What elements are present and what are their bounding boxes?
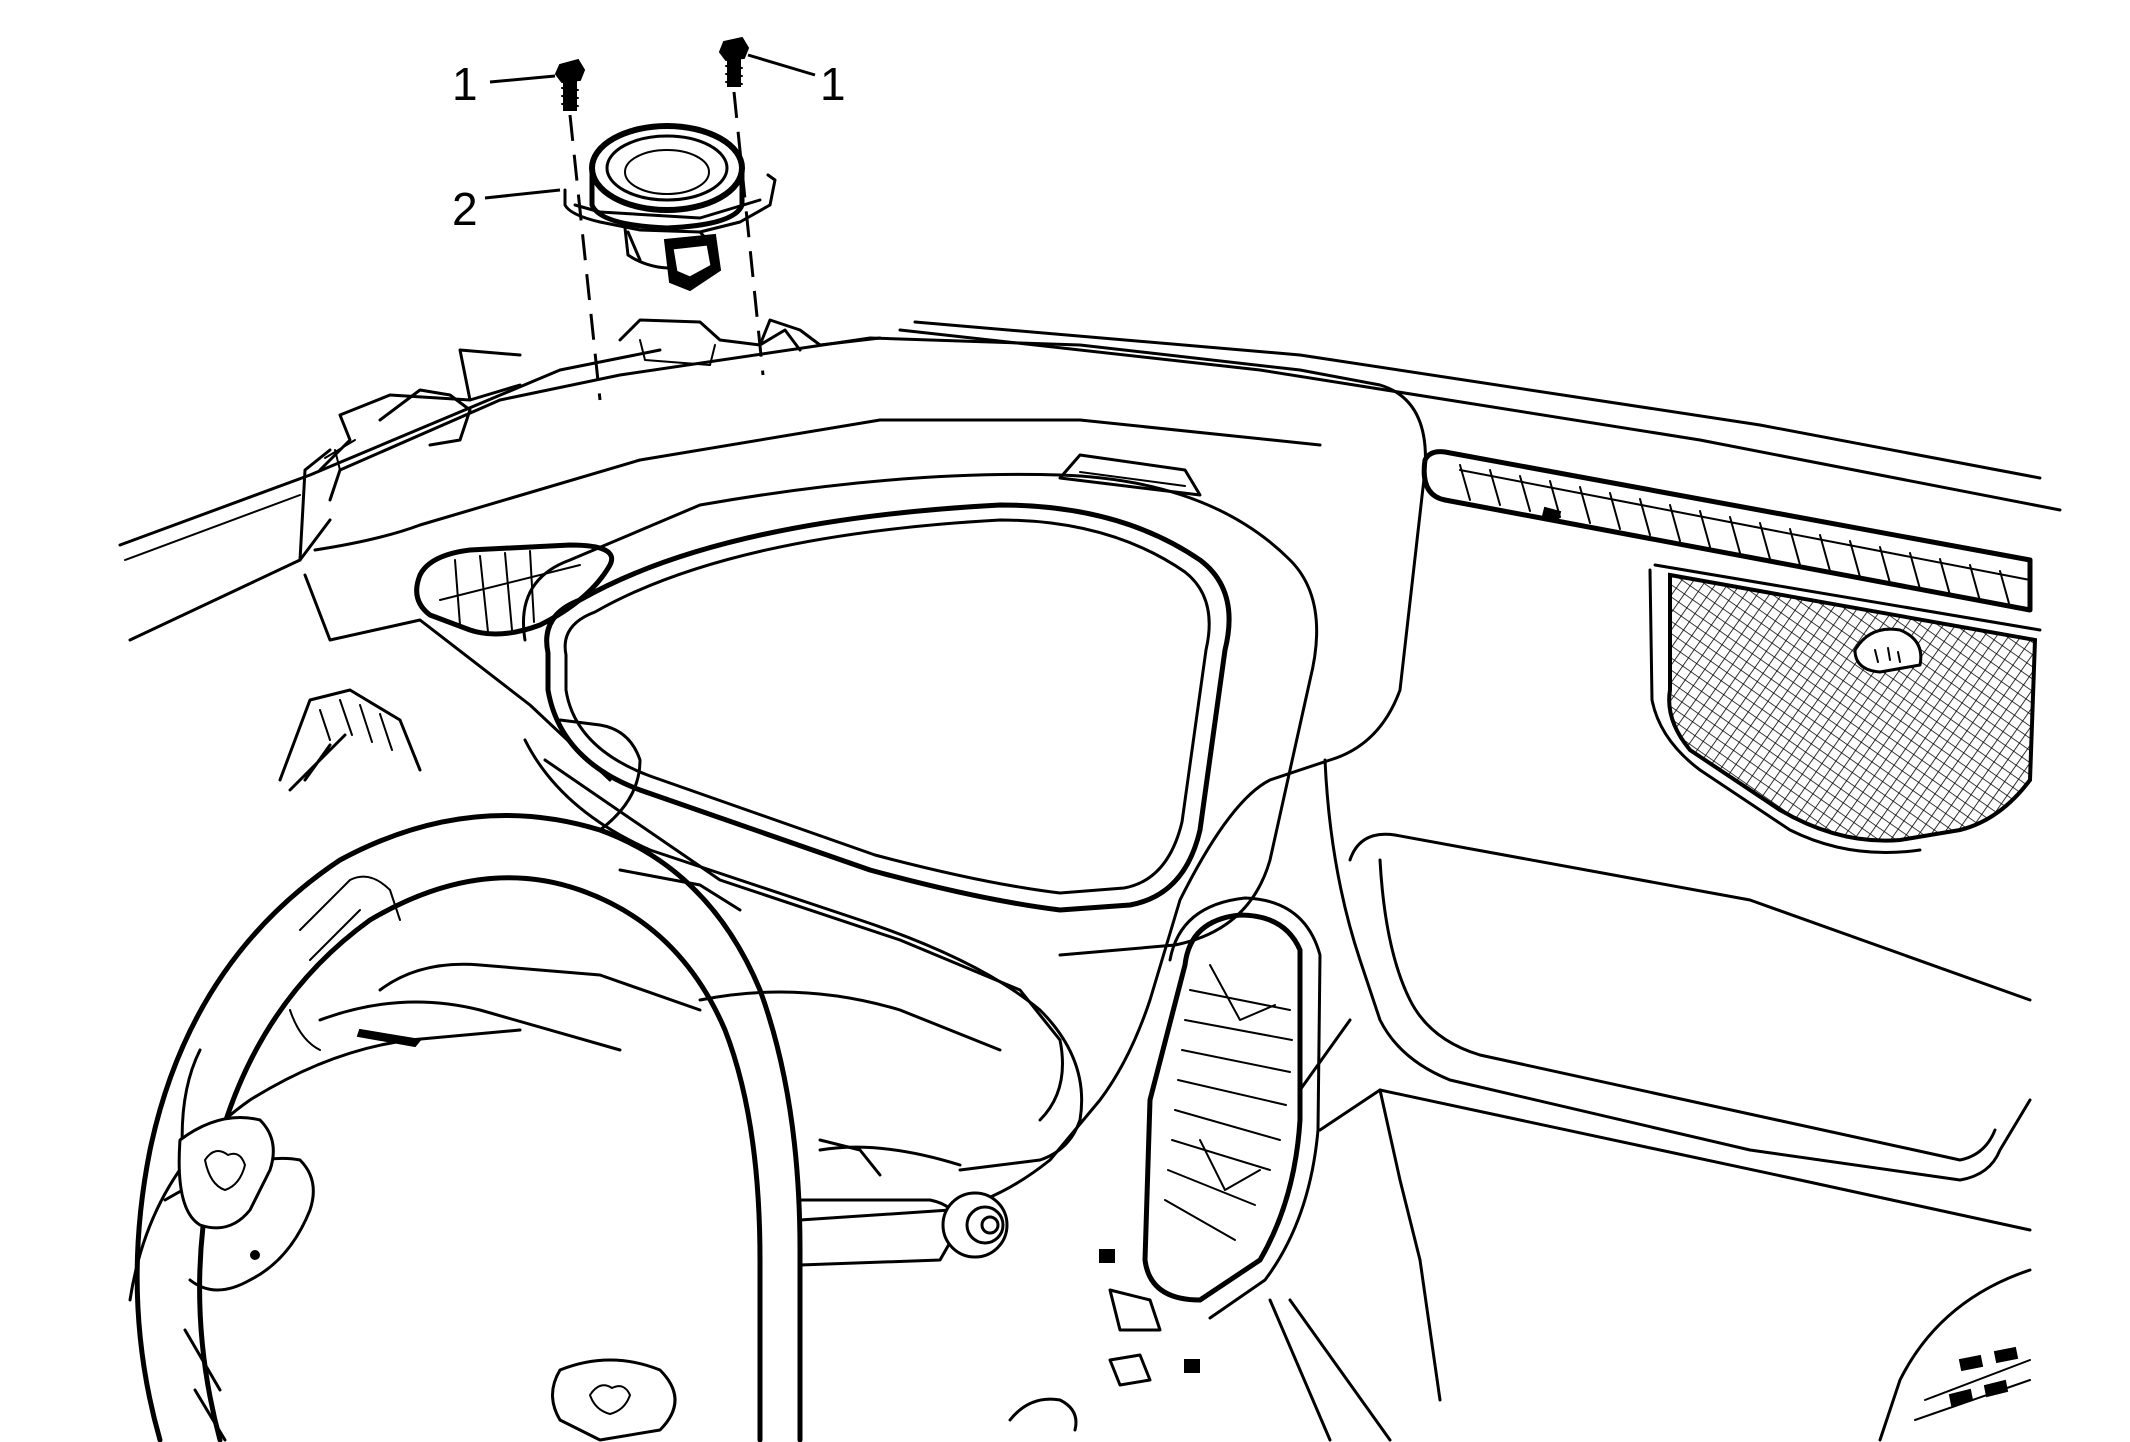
alignment-line (568, 114, 602, 401)
callout-1-right: 1 (747, 53, 846, 110)
instrument-panel-illustration (118, 320, 2062, 1442)
screw-icon (554, 58, 586, 111)
svg-text:1: 1 (820, 58, 846, 110)
steering-wheel-illustration (128, 718, 1009, 1442)
air-vent-illustration (414, 542, 615, 637)
callout-2: 2 (452, 183, 561, 235)
air-vent-illustration (1142, 896, 1322, 1320)
speaker-icon (563, 123, 777, 292)
callout-1-left: 1 (452, 58, 556, 110)
svg-text:2: 2 (452, 183, 478, 235)
speaker-grille-illustration (1648, 563, 2042, 854)
svg-text:1: 1 (452, 58, 478, 110)
alignment-line (732, 91, 765, 376)
screw-icon (718, 36, 750, 87)
